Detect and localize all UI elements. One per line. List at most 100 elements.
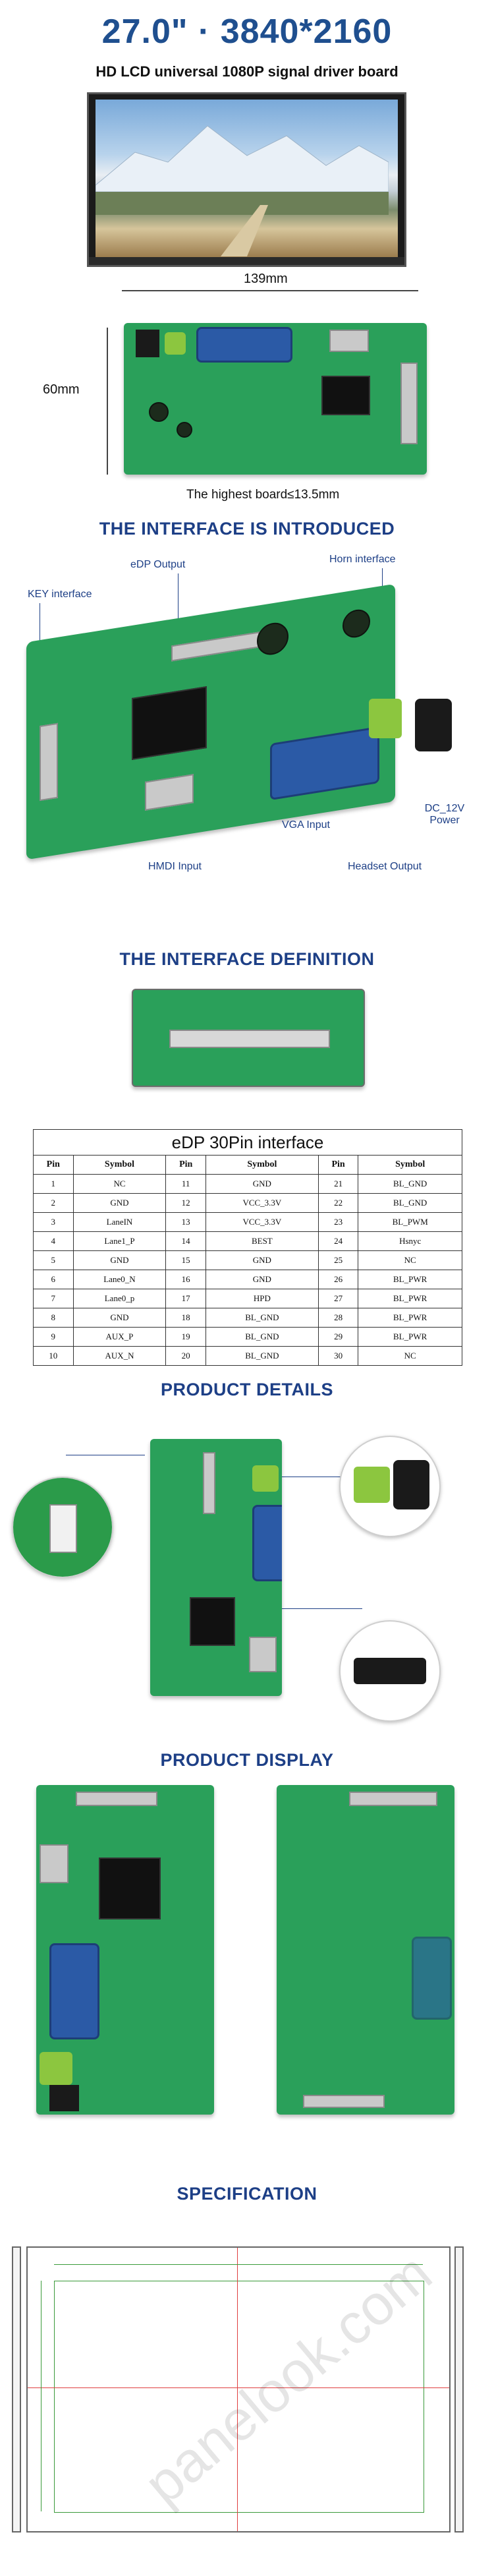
- table-row: 5 GND 15 GND 25 NC: [33, 1250, 462, 1270]
- driver-board-angled-view: [26, 583, 395, 860]
- symbol-cell: GND: [205, 1174, 319, 1194]
- page-title: 27.0" · 3840*2160: [101, 13, 393, 51]
- side-profile-left: [12, 2246, 21, 2532]
- pin-cell: 30: [317, 1346, 359, 1366]
- pin-cell: 8: [33, 1308, 74, 1328]
- symbol-cell: BL_GND: [358, 1174, 462, 1194]
- page-subtitle: HD LCD universal 1080P signal driver boa…: [96, 63, 398, 80]
- mountain-landscape-image: [96, 100, 398, 257]
- dc-power-jack: [415, 699, 452, 751]
- vga-connector: [252, 1505, 282, 1581]
- board-back-photo: [277, 1785, 454, 2115]
- audio-jack: [354, 1467, 390, 1503]
- side-profile-right: [454, 2246, 464, 2532]
- edp-connector: [171, 631, 260, 662]
- driver-board-top-view: [124, 323, 427, 475]
- symbol-cell: BL_GND: [205, 1308, 319, 1328]
- capacitor: [177, 422, 192, 438]
- main-chip: [132, 686, 207, 761]
- dc-power-jack: [393, 1460, 429, 1509]
- pin-cell: 13: [165, 1212, 206, 1232]
- hdmi-port: [329, 330, 369, 352]
- specification-drawing: [26, 2246, 451, 2532]
- vga-connector: [412, 1937, 452, 2020]
- symbol-cell: LaneIN: [72, 1212, 167, 1232]
- vga-connector: [196, 327, 292, 363]
- key-connector: [49, 1504, 77, 1553]
- symbol-cell: BL_PWR: [358, 1289, 462, 1308]
- symbol-cell: HPD: [205, 1289, 319, 1308]
- table-row: 6 Lane0_N 16 GND 26 BL_PWR: [33, 1270, 462, 1289]
- board-front-photo: [36, 1785, 214, 2115]
- pin-cell: 9: [33, 1327, 74, 1347]
- label-vga-input: VGA Input: [282, 819, 330, 831]
- key-interface-closeup: [12, 1477, 113, 1578]
- label-dc-power: DC_12V Power: [424, 803, 465, 826]
- pin-cell: 17: [165, 1289, 206, 1308]
- table-row: 1 NC 11 GND 21 BL_GND: [33, 1174, 462, 1194]
- board-height-note: The highest board≤13.5mm: [186, 488, 340, 502]
- label-edp-output: eDP Output: [130, 559, 186, 570]
- symbol-cell: BL_GND: [205, 1327, 319, 1347]
- symbol-cell: Hsnyc: [358, 1231, 462, 1251]
- header-pin: Pin: [317, 1155, 359, 1175]
- table-row: 8 GND 18 BL_GND 28 BL_PWR: [33, 1308, 462, 1328]
- main-chip: [99, 1858, 161, 1919]
- pin-cell: 20: [165, 1346, 206, 1366]
- audio-jack: [165, 332, 186, 355]
- capacitor: [149, 402, 169, 422]
- active-area-outline: [54, 2281, 424, 2513]
- hdmi-port: [249, 1637, 277, 1672]
- capacitor: [343, 607, 370, 640]
- symbol-cell: VCC_3.3V: [205, 1212, 319, 1232]
- symbol-cell: GND: [205, 1270, 319, 1289]
- pin-cell: 24: [317, 1231, 359, 1251]
- vga-connector: [49, 1943, 99, 2039]
- section-title-interface-definition: THE INTERFACE DEFINITION: [119, 949, 375, 969]
- symbol-cell: BL_GND: [358, 1193, 462, 1213]
- label-key-interface: KEY interface: [28, 589, 92, 600]
- pin-table-header-row: Pin Symbol Pin Symbol Pin Symbol: [33, 1155, 462, 1175]
- section-title-interface-intro: THE INTERFACE IS INTRODUCED: [99, 519, 395, 539]
- pin-cell: 18: [165, 1308, 206, 1328]
- leader-line: [277, 1608, 362, 1609]
- pin-cell: 29: [317, 1327, 359, 1347]
- pin-cell: 14: [165, 1231, 206, 1251]
- symbol-cell: BL_PWR: [358, 1270, 462, 1289]
- hdmi-port: [354, 1658, 426, 1684]
- symbol-cell: GND: [72, 1193, 167, 1213]
- symbol-cell: Lane0_p: [72, 1289, 167, 1308]
- pin-cell: 6: [33, 1270, 74, 1289]
- center-line-horizontal: [28, 2387, 449, 2388]
- edp-connector: [400, 363, 418, 444]
- pin-cell: 23: [317, 1212, 359, 1232]
- audio-jack: [40, 2052, 72, 2085]
- section-title-product-display: PRODUCT DISPLAY: [160, 1750, 334, 1770]
- pin-cell: 1: [33, 1174, 74, 1194]
- table-row: 3 LaneIN 13 VCC_3.3V 23 BL_PWM: [33, 1212, 462, 1232]
- pin-cell: 10: [33, 1346, 74, 1366]
- header-pin: Pin: [165, 1155, 206, 1175]
- table-row: 2 GND 12 VCC_3.3V 22 BL_GND: [33, 1193, 462, 1213]
- header-pin: Pin: [33, 1155, 74, 1175]
- symbol-cell: BEST: [205, 1231, 319, 1251]
- pin-cell: 7: [33, 1289, 74, 1308]
- capacitor: [257, 620, 288, 657]
- pin-cell: 11: [165, 1174, 206, 1194]
- pin-cell: 15: [165, 1250, 206, 1270]
- table-row: 10 AUX_N 20 BL_GND 30 NC: [33, 1346, 462, 1366]
- panel-bottom-bezel: [89, 257, 404, 265]
- lcd-panel-image: [87, 92, 406, 267]
- edp-connector: [349, 1792, 437, 1806]
- board-width-label: 139mm: [244, 272, 288, 286]
- pin-cell: 27: [317, 1289, 359, 1308]
- symbol-cell: NC: [358, 1250, 462, 1270]
- hdmi-port: [145, 774, 194, 811]
- width-dimension-line: [122, 290, 418, 291]
- section-title-specification: SPECIFICATION: [177, 2184, 317, 2204]
- header-symbol: Symbol: [72, 1155, 167, 1175]
- pin-cell: 5: [33, 1250, 74, 1270]
- audio-jack: [369, 699, 402, 738]
- symbol-cell: Lane0_N: [72, 1270, 167, 1289]
- pin-table-caption: eDP 30Pin interface: [33, 1129, 462, 1156]
